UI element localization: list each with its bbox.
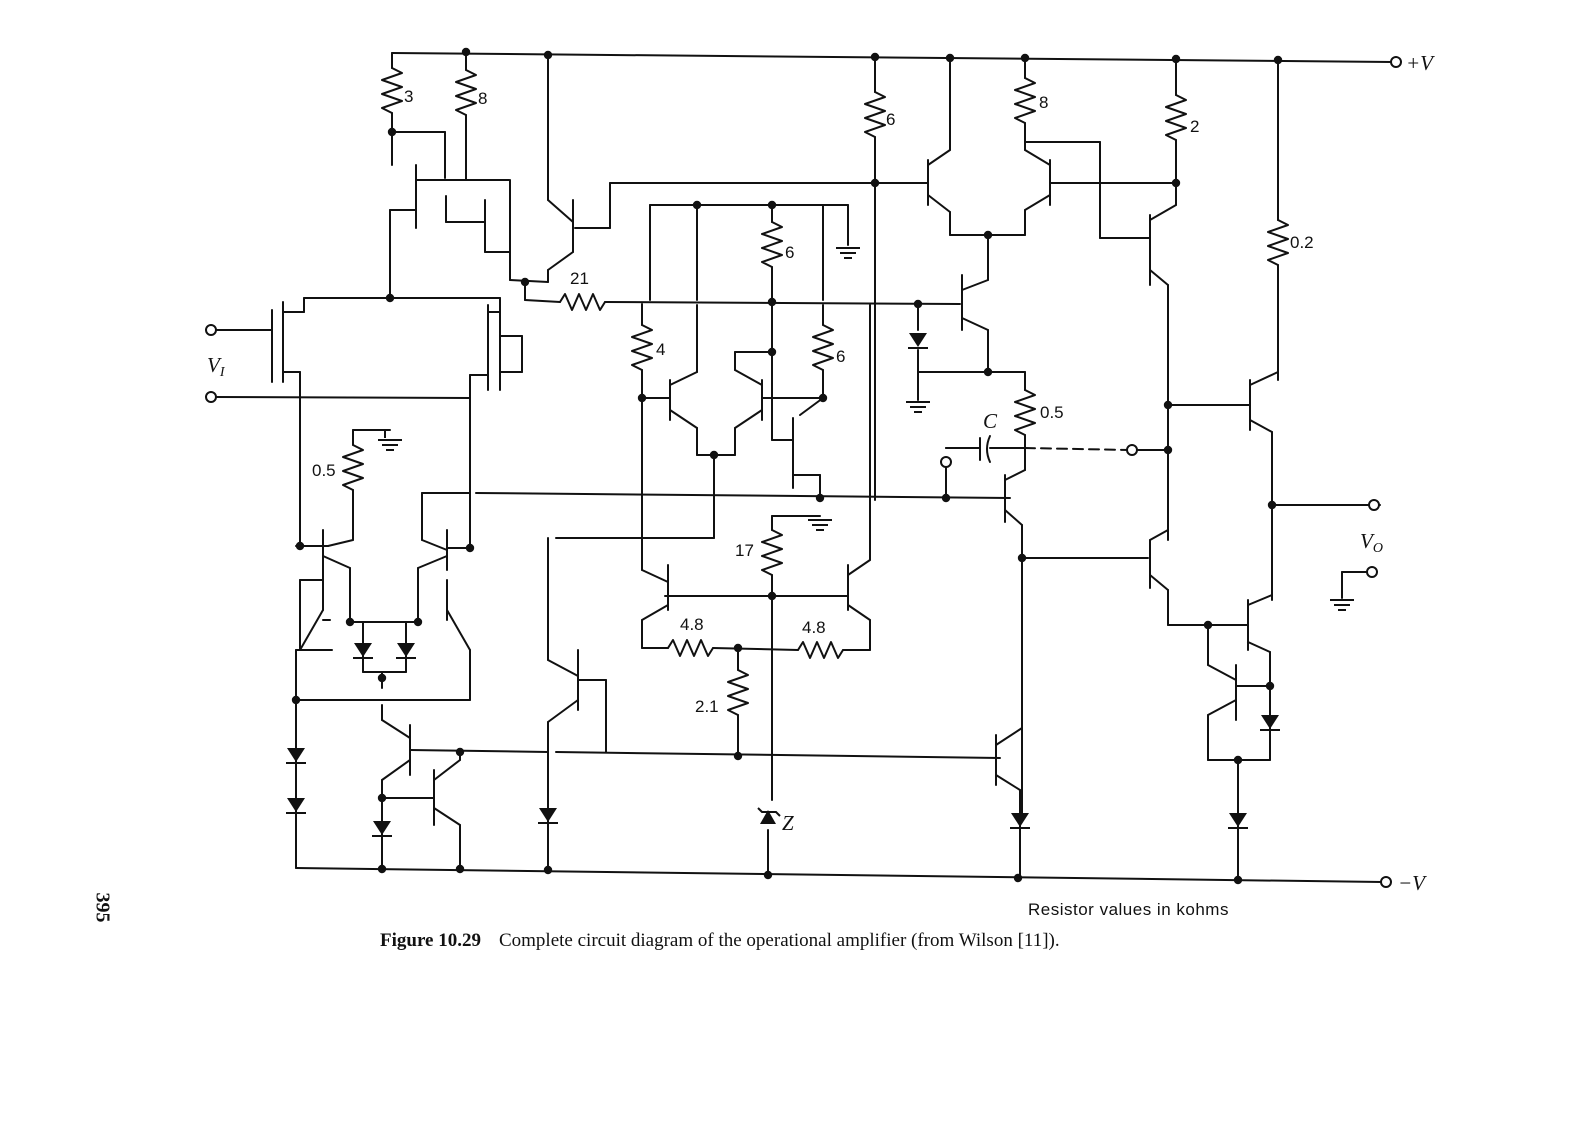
figure-number: Figure 10.29 <box>380 930 481 951</box>
resistor-r11-value: 0.5 <box>1040 403 1064 422</box>
resistor-r5-value: 2 <box>1190 117 1199 136</box>
input-label: VI <box>207 353 226 380</box>
resistor-r15-value: 4.8 <box>802 618 826 637</box>
positive-supply-label: +V <box>1406 51 1435 75</box>
output-ground-terminal <box>1366 566 1378 578</box>
junction-dots <box>291 47 1283 885</box>
resistor-r4-value: 8 <box>1039 93 1048 112</box>
diodes <box>285 332 1281 837</box>
terminals <box>205 56 1402 888</box>
output-label: VO <box>1360 529 1383 556</box>
ground-symbols <box>377 247 1355 611</box>
input-terminal-plus <box>205 324 217 336</box>
resistor-r7-value: 21 <box>570 269 589 288</box>
resistor-r1-value: 3 <box>404 87 413 106</box>
zener-label: Z <box>782 811 794 835</box>
negative-supply-terminal <box>1380 876 1392 888</box>
resistor-r16-value: 2.1 <box>695 697 719 716</box>
resistor-r13-value: 17 <box>735 541 754 560</box>
resistor-r8-value: 6 <box>785 243 794 262</box>
compensation-terminal <box>1126 444 1138 456</box>
resistor-r9-value: 4 <box>656 340 665 359</box>
capacitor-label: C <box>983 409 998 433</box>
compensation-node <box>940 456 952 468</box>
resistor-r2-value: 8 <box>478 89 487 108</box>
zener-diode: Z <box>757 807 794 835</box>
output-terminal <box>1368 499 1380 511</box>
negative-supply-label: −V <box>1398 871 1427 895</box>
figure-caption: Figure 10.29 Complete circuit diagram of … <box>380 930 1060 952</box>
page-number: 395 <box>91 892 114 923</box>
wiring <box>214 51 1393 883</box>
input-terminal-minus <box>205 391 217 403</box>
resistor-r14-value: 4.8 <box>680 615 704 634</box>
resistor-r10-value: 6 <box>836 347 845 366</box>
resistor-units-note: Resistor values in kohms <box>1028 900 1229 919</box>
resistor-r3-value: 6 <box>886 110 895 129</box>
resistor-r6-value: 0.2 <box>1290 233 1314 252</box>
figure-caption-text: Complete circuit diagram of the operatio… <box>498 930 1060 951</box>
resistor-r12-value: 0.5 <box>312 461 336 480</box>
positive-supply-terminal <box>1390 56 1402 68</box>
resistor-labels: 3 8 6 8 2 0.2 21 6 4 6 0.5 0.5 17 4.8 4.… <box>312 87 1314 716</box>
terminal-labels: +V −V VI VO C <box>207 51 1435 895</box>
